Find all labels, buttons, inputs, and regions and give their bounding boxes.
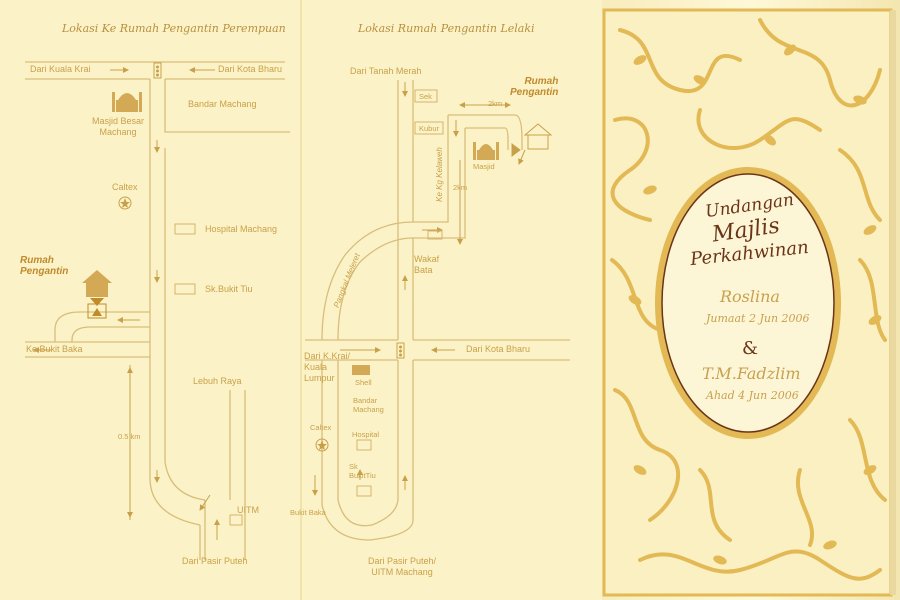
label-dari-kkrai: Dari K.Krai/ Kuala Lumpur [304, 351, 351, 383]
label-rumah-pengantin-left: Rumah Pengantin [20, 255, 69, 277]
left-map-arrows [33, 67, 220, 540]
label-distance-side: 2km [453, 183, 468, 192]
label-masjid-right: Masjid [473, 162, 495, 171]
right-map-title: Lokasi Rumah Pengantin Lelaki [358, 22, 535, 35]
label-caltex-left: Caltex [112, 182, 138, 192]
label-rumah-pengantin-right: Rumah Pengantin [510, 76, 559, 98]
traffic-light-right [396, 342, 405, 359]
ampersand: & [742, 338, 759, 359]
label-dari-pasir-puteh-right: Dari Pasir Puteh/ UITM Machang [368, 556, 437, 577]
label-hospital-right: Hospital [352, 430, 380, 439]
label-bukit-baka: Bukit Baka [290, 508, 326, 517]
label-kubur: Kubur [419, 124, 440, 133]
label-masjid-besar: Masjid Besar Machang [92, 116, 145, 137]
junction-marker [427, 230, 443, 240]
label-dari-kota-bharu-right: Dari Kota Bharu [466, 344, 531, 354]
label-distance-left: 0.5 km [118, 432, 141, 441]
school-marker [174, 283, 196, 295]
label-dari-tanah-merah: Dari Tanah Merah [350, 66, 422, 76]
hospital-marker [174, 223, 196, 235]
label-dari-kuala-krai: Dari Kuala Krai [30, 64, 91, 74]
left-map [25, 61, 290, 560]
house-icon-left [82, 270, 112, 319]
sek-marker [414, 89, 438, 103]
label-uitm: UITM [237, 505, 259, 515]
label-bandar-machang-left: Bandar Machang [188, 99, 257, 109]
label-distance-top: 2km [488, 99, 503, 108]
house-icon-right [511, 123, 553, 157]
kubur-marker [414, 121, 444, 135]
invitation-card [602, 0, 900, 600]
label-sek: Sek [419, 92, 432, 101]
caltex-star-icon-right [315, 438, 329, 452]
mosque-icon-right [473, 142, 499, 160]
groom-name: T.M.Fadzlim [702, 364, 801, 383]
label-sk-bukit-tiu-right: Sk BukitTiu [349, 462, 376, 480]
right-map [305, 80, 570, 541]
label-ke-kg-kelaweh: Ke Kg Kelaweh [434, 147, 444, 202]
right-map-arrows [312, 82, 526, 496]
bride-name: Roslina [720, 287, 780, 306]
label-lebuh-raya: Lebuh Raya [193, 376, 242, 386]
label-dari-kota-bharu-left: Dari Kota Bharu [218, 64, 283, 74]
uitm-marker [229, 514, 243, 526]
leaf-ornaments [628, 44, 882, 565]
label-wakaf-bata: Wakaf Bata [414, 254, 440, 275]
mosque-icon [112, 92, 142, 112]
label-caltex-right: Caltex [310, 423, 332, 432]
traffic-light-left [153, 62, 162, 79]
hospital-marker-right [356, 439, 372, 451]
shell-icon [352, 365, 370, 375]
caltex-star-icon [118, 196, 132, 210]
label-bandar-machang-right: Bandar Machang [353, 396, 384, 414]
left-map-title: Lokasi Ke Rumah Pengantin Perempuan [62, 22, 286, 35]
school-marker-right [356, 485, 372, 497]
label-dari-pasir-puteh-left: Dari Pasir Puteh [182, 556, 248, 566]
label-shell: Shell [355, 378, 372, 387]
label-hospital-machang: Hospital Machang [205, 224, 278, 234]
frame-oval-inner [661, 173, 835, 433]
bride-date: Jumaat 2 Jun 2006 [706, 312, 810, 325]
label-sk-bukit-tiu: Sk.Bukit Tiu [205, 284, 253, 294]
groom-date: Ahad 4 Jun 2006 [706, 389, 799, 402]
label-ke-bukit-baka: Ke Bukit Baka [26, 344, 83, 354]
